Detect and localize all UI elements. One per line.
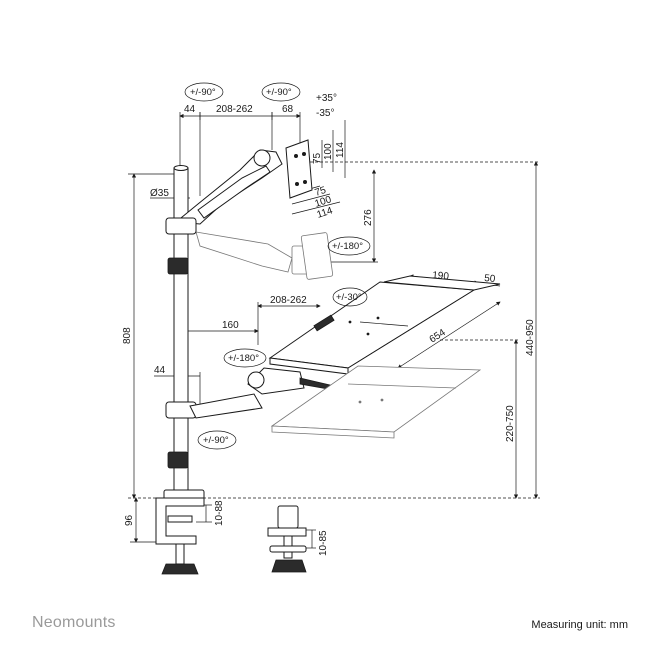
height-276-label: 276 (363, 209, 374, 226)
height-440-950-label: 440-950 (525, 319, 536, 356)
offset-44-top-label: 44 (184, 104, 196, 115)
height-808-label: 808 (122, 327, 133, 344)
vesa-75-v-label: 75 (312, 152, 323, 164)
measuring-unit-note: Measuring unit: mm (531, 619, 628, 631)
rotation-badge-top-right (261, 82, 301, 102)
rotation-badge-180-top (327, 236, 371, 256)
offset-68-label: 68 (282, 104, 294, 115)
vesa-114-h-label: 114 (316, 205, 335, 221)
tray-190-label: 190 (432, 270, 450, 282)
rot-30-label: +/-30° (336, 292, 362, 303)
height-220-750-label: 220-750 (505, 405, 516, 442)
vesa-100-h-label: 100 (314, 194, 334, 210)
rotation-badge-top-left (184, 82, 224, 102)
rot-top-right-label: +/-90° (266, 87, 292, 98)
rotation-badge-30 (332, 287, 368, 307)
dimension-labels: +/-90° +/-90° 44 208-262 68 +35° -35° 75… (122, 82, 536, 556)
arm-range-top-label: 208-262 (216, 104, 253, 115)
tray-50-label: 50 (484, 273, 496, 285)
pole-diameter-label: Ø35 (150, 188, 169, 199)
brand-logo: Neomounts (32, 614, 116, 631)
tilt-up-label: +35° (316, 93, 337, 104)
clamp-96-label: 96 (124, 514, 135, 526)
arm-range-mid-label: 208-262 (270, 295, 307, 306)
rot-top-left-label: +/-90° (190, 87, 216, 98)
rot-90-low-label: +/-90° (203, 435, 229, 446)
extension-lines (128, 112, 540, 499)
rot-180-top-label: +/-180° (332, 241, 363, 252)
grommet-10-85-label: 10-85 (318, 530, 329, 556)
clamp-10-88-label: 10-88 (214, 500, 225, 526)
vesa-114-v-label: 114 (335, 142, 346, 158)
rot-180-mid-label: +/-180° (228, 353, 259, 364)
monitor-mount-drawing (155, 139, 501, 575)
tilt-down-label: -35° (316, 108, 334, 119)
vesa-75-h-label: 75 (314, 185, 328, 199)
tray-654-label: 654 (428, 327, 448, 346)
rotation-badge-180-mid (223, 348, 267, 368)
offset-160-label: 160 (222, 320, 239, 331)
offset-44-mid-label: 44 (154, 365, 166, 376)
vesa-100-v-label: 100 (323, 143, 334, 160)
rotation-badge-90-low (197, 430, 237, 450)
